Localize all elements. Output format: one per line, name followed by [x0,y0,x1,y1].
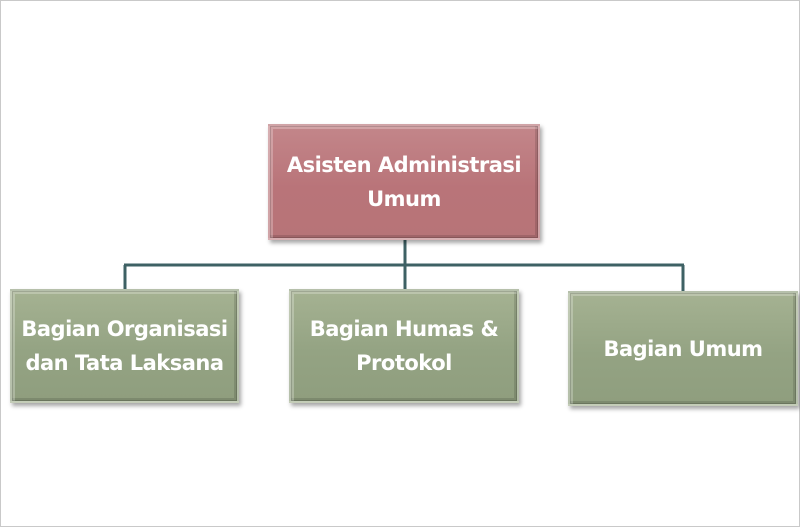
node-child-2-line1: Bagian Humas & [309,317,499,341]
node-child-1-line2: dan Tata Laksana [25,351,224,375]
node-bagian-umum: Bagian Umum [568,291,798,406]
node-root-line2: Umum [367,187,441,211]
node-bagian-organisasi: Bagian Organisasi dan Tata Laksana [10,289,239,403]
node-asisten-administrasi-umum: Asisten Administrasi Umum [268,124,540,240]
node-child-1-line1: Bagian Organisasi [21,317,228,341]
node-child-3-line1: Bagian Umum [603,336,763,361]
node-root-line1: Asisten Administrasi [286,153,522,177]
node-child-2-line2: Protokol [356,351,452,375]
node-bagian-humas-protokol: Bagian Humas & Protokol [289,289,519,403]
